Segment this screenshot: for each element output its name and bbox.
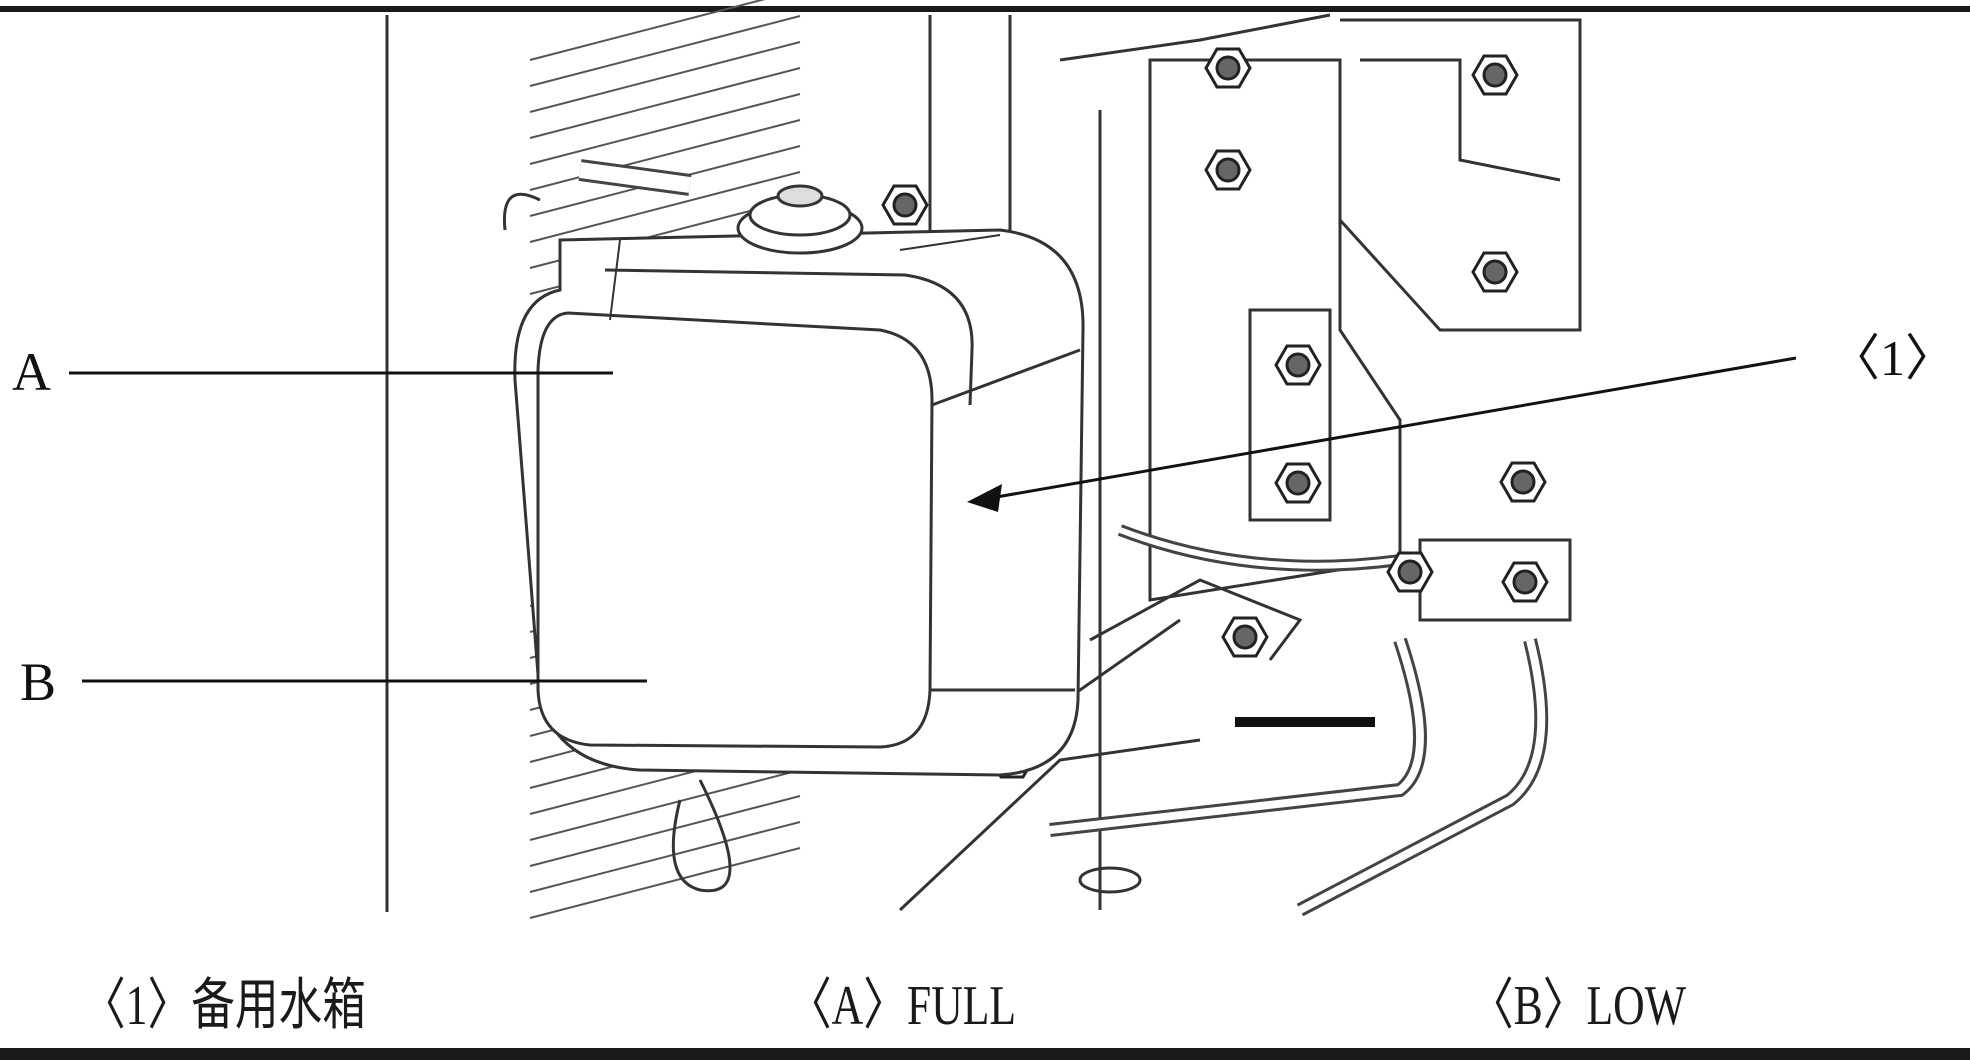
callout-a: A — [12, 342, 51, 402]
callout-b: B — [20, 652, 57, 712]
radiator-fin — [529, 821, 801, 893]
radiator-fin — [529, 15, 801, 87]
bolt-icon — [1501, 561, 1549, 603]
bolts — [881, 47, 1549, 779]
callout-1: 〈1〉 — [1830, 330, 1955, 386]
bolt-icon — [1386, 551, 1434, 593]
caption-low: 〈B〉LOW — [1470, 975, 1686, 1037]
radiator-fin — [529, 67, 801, 139]
bolt-icon — [1274, 344, 1322, 386]
bolt-icon — [1221, 616, 1269, 658]
reserve-tank — [513, 184, 1085, 777]
radiator-fin — [529, 795, 801, 867]
arrowhead-icon — [967, 484, 1002, 512]
top-border — [0, 6, 1970, 12]
engine-parts — [502, 13, 1582, 917]
radiator-fin — [529, 171, 801, 243]
radiator-fin — [529, 41, 801, 113]
bolt-icon — [1499, 461, 1547, 503]
radiator-fin — [529, 0, 766, 61]
bottom-border — [0, 1048, 1970, 1060]
bolt-icon — [1471, 54, 1519, 96]
leader-line-1 — [984, 356, 1797, 501]
radiator-fin — [529, 769, 801, 841]
radiator-fin — [529, 119, 801, 191]
bolt-icon — [881, 184, 929, 226]
bolt-icon — [1204, 47, 1252, 89]
caption-reserve-tank: 〈1〉备用水箱 — [82, 975, 366, 1037]
bolt-icon — [1204, 149, 1252, 191]
bolt-icon — [1471, 251, 1519, 293]
caption-full: 〈A〉FULL — [788, 975, 1017, 1037]
bolt-icon — [1274, 462, 1322, 504]
radiator-fin — [529, 847, 801, 919]
radiator-fin — [529, 93, 801, 165]
